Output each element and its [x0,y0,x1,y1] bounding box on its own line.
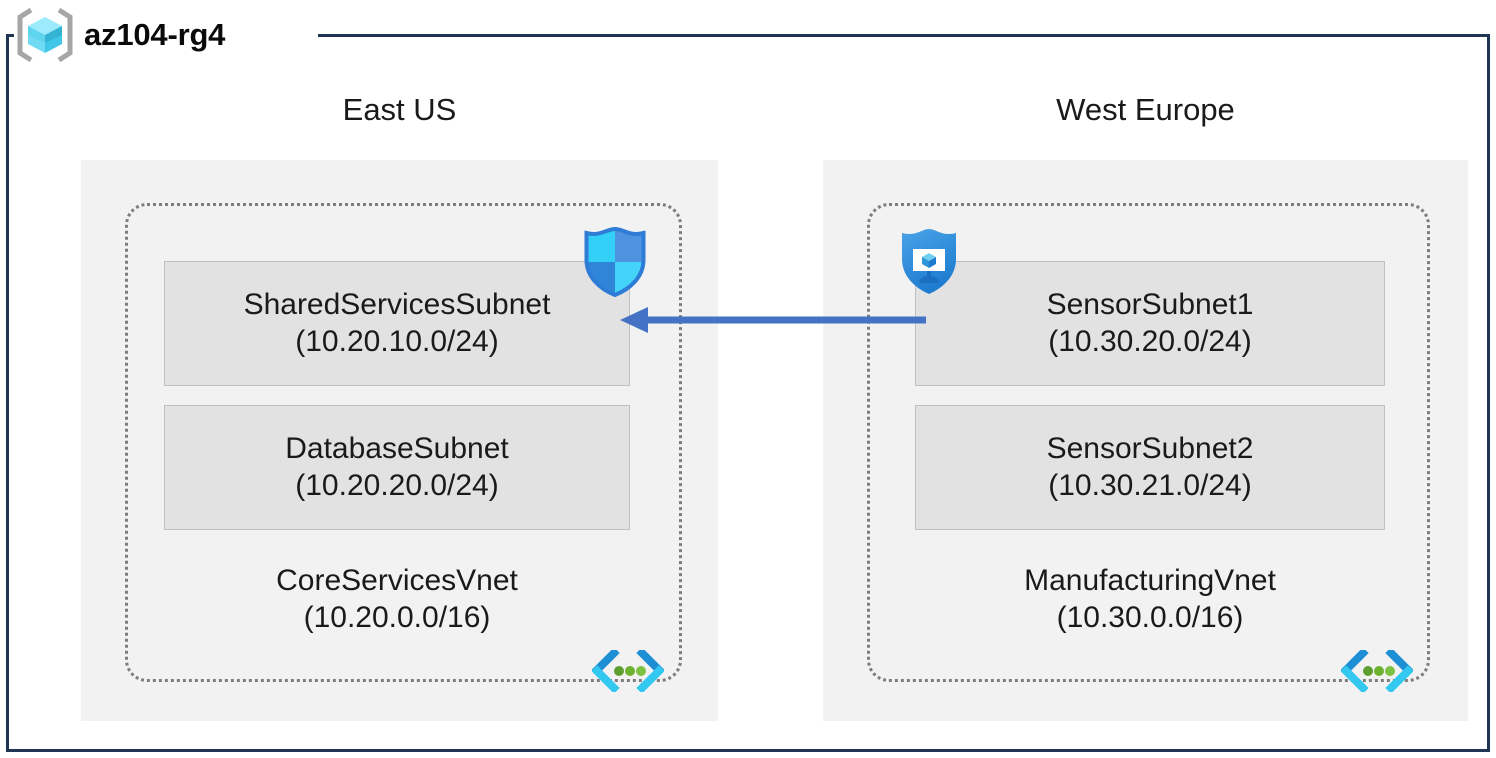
subnet-databasesubnet[interactable]: DatabaseSubnet (10.20.20.0/24) [164,405,630,530]
virtual-network-icon[interactable] [591,647,665,694]
vnet-name: CoreServicesVnet [276,564,518,597]
vnet-name: ManufacturingVnet [1024,564,1276,597]
subnet-name: SensorSubnet1 [1046,287,1254,321]
resource-group-frame [6,34,1490,752]
resource-group-header: az104-rg4 [14,6,234,64]
nsg-shield-icon[interactable] [582,226,648,298]
vnet-caption-manufacturingvnet: ManufacturingVnet (10.30.0.0/16) [915,563,1385,636]
peering-arrow-left-icon[interactable] [618,300,926,340]
vnet-caption-coreservicesvnet: CoreServicesVnet (10.20.0.0/16) [164,563,630,636]
subnet-name: SharedServicesSubnet [243,287,551,321]
resource-group-name: az104-rg4 [84,17,226,52]
subnet-name: SensorSubnet2 [1046,431,1254,465]
subnet-name: DatabaseSubnet [285,431,509,465]
vnet-cidr: (10.30.0.0/16) [1056,600,1244,634]
subnet-cidr: (10.20.10.0/24) [295,324,499,358]
vnet-box-manufacturingvnet[interactable] [867,203,1430,682]
vnet-cidr: (10.20.0.0/16) [303,600,491,634]
subnet-cidr: (10.30.21.0/24) [1048,468,1252,502]
subnet-sensorsubnet1[interactable]: SensorSubnet1 (10.30.20.0/24) [915,261,1385,386]
defender-vm-shield-icon[interactable] [898,227,960,297]
region-label-west-europe: West Europe [1056,92,1235,127]
subnet-cidr: (10.30.20.0/24) [1048,324,1252,358]
subnet-sharedservicessubnet[interactable]: SharedServicesSubnet (10.20.10.0/24) [164,261,630,386]
resource-group-frame-top-left [6,34,14,37]
subnet-sensorsubnet2[interactable]: SensorSubnet2 (10.30.21.0/24) [915,405,1385,530]
virtual-network-icon[interactable] [1340,647,1414,694]
resource-group-cube-icon [14,6,76,64]
vnet-box-coreservicesvnet[interactable] [125,203,682,682]
region-label-east-us: East US [342,92,457,127]
subnet-cidr: (10.20.20.0/24) [295,468,499,502]
resource-group-frame-top-right [318,34,1490,37]
